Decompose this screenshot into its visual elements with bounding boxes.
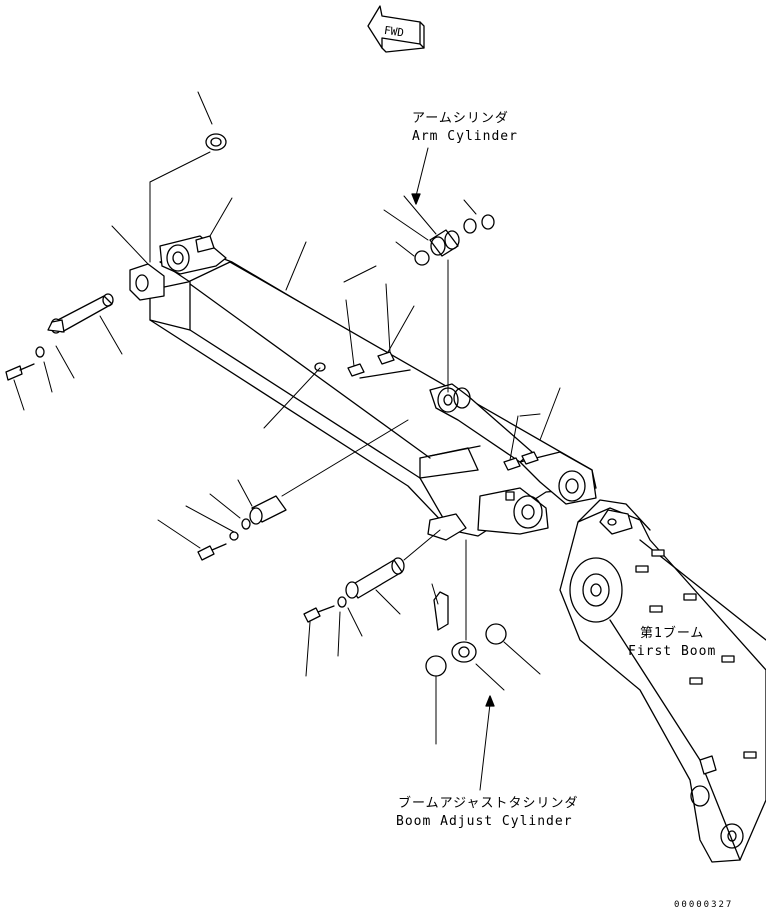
arm-body <box>129 235 597 541</box>
boom-adjust-cylinder-en-label: Boom Adjust Cylinder <box>396 814 573 829</box>
callout-arrows <box>411 147 495 791</box>
arm-cylinder-jp-label: アームシリンダ <box>412 111 509 126</box>
leader-lines <box>13 91 561 745</box>
boom-adjust-pin <box>303 557 507 677</box>
first-boom-jp-label: 第1ブーム <box>640 626 705 641</box>
drawing-number: 00000327 <box>674 900 734 910</box>
fwd-label: FWD <box>383 24 404 40</box>
arm-cylinder-en-label: Arm Cylinder <box>412 129 518 144</box>
arm-mid-pin <box>197 495 287 561</box>
first-boom <box>559 499 766 863</box>
fwd-arrow-icon: FWD <box>367 5 425 53</box>
arm-cylinder-pin <box>414 214 495 266</box>
boom-adjust-cylinder-jp-label: ブームアジャストタシリンダ <box>398 796 579 811</box>
arm-head-pin <box>5 133 227 381</box>
first-boom-en-label: First Boom <box>628 644 717 659</box>
